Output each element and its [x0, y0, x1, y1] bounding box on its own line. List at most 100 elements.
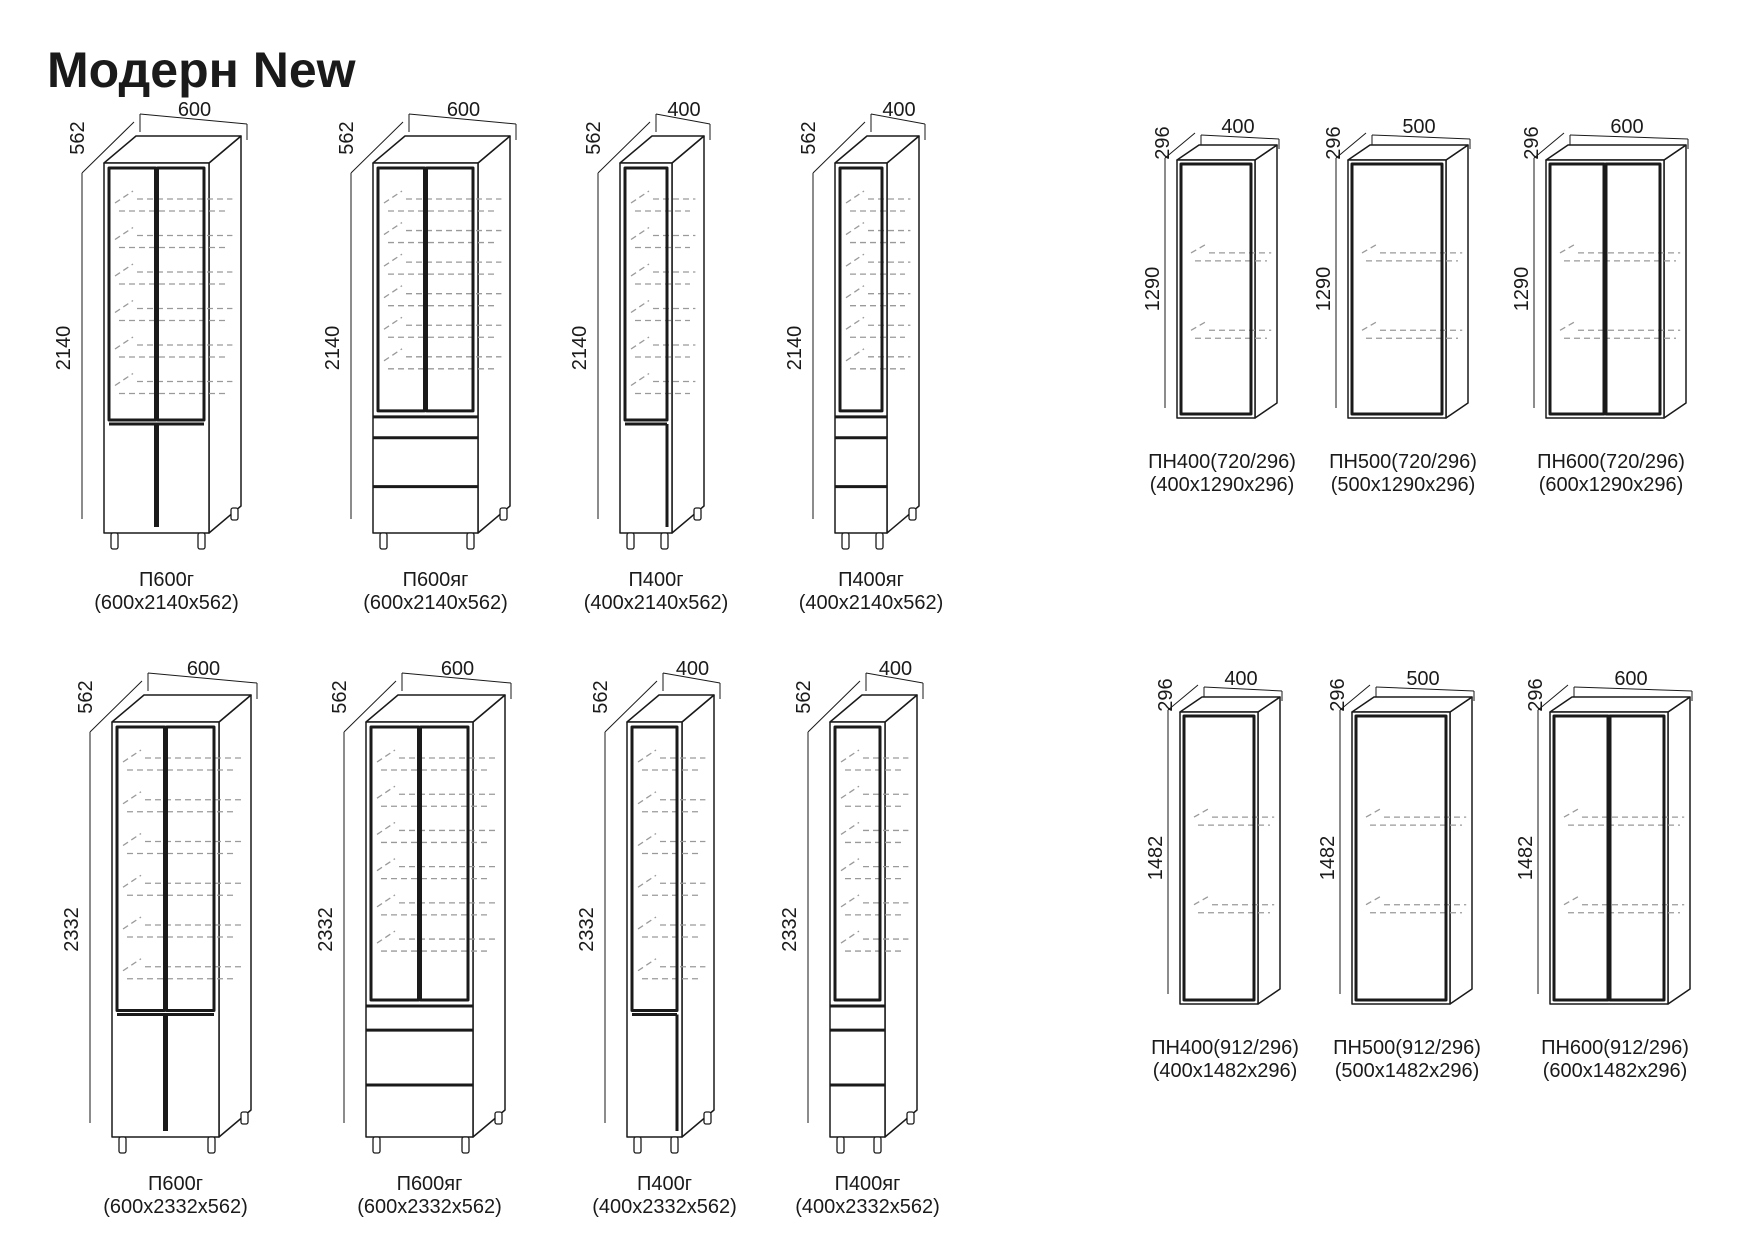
glass-shelf-line — [376, 930, 396, 944]
cabinet-leg — [207, 1136, 216, 1154]
cabinet-leg — [908, 507, 917, 521]
glass-shelf-line — [114, 263, 134, 277]
cabinet-size: (400x2140x562) — [799, 592, 944, 614]
cabinet-front — [1176, 159, 1256, 419]
depth-dim-line — [343, 680, 397, 733]
depth-dim-line — [812, 121, 866, 174]
glass-door-right — [156, 166, 206, 422]
glass-shelf-line — [383, 190, 403, 204]
glass-shelf-line — [383, 316, 403, 330]
width-label: 600 — [441, 658, 474, 680]
cabinet-leg — [197, 532, 206, 550]
cabinet-leg — [466, 532, 475, 550]
cabinet-size: (400x2332x562) — [795, 1196, 940, 1218]
cabinet-size: (600x2140x562) — [94, 592, 239, 614]
glass-shelf-line — [845, 348, 865, 362]
glass-shelf-line — [376, 749, 396, 763]
glass-shelf-line — [122, 874, 142, 888]
width-label: 400 — [879, 658, 912, 680]
glass-shelf-line — [637, 832, 657, 847]
cabinet-side — [472, 694, 506, 1138]
cabinet-side — [1445, 144, 1469, 419]
cabinet-top — [1545, 144, 1687, 161]
cabinet-leg — [660, 532, 669, 550]
cabinet-front — [626, 721, 683, 1138]
cabinet-leg — [875, 532, 884, 550]
cabinet-code: ПН400(912/296) — [1151, 1037, 1299, 1059]
glass-shelf-line — [840, 930, 860, 944]
glass-shelf-line — [1559, 244, 1575, 254]
cabinet-leg — [461, 1136, 470, 1154]
depth-label: 562 — [67, 121, 89, 154]
glass-shelf-line — [383, 285, 403, 299]
glass-door — [623, 166, 669, 422]
glass-door — [1350, 162, 1444, 416]
cabinet-leg — [230, 507, 239, 521]
cabinet-size: (600x1290x296) — [1539, 474, 1684, 496]
height-label: 2332 — [576, 907, 598, 952]
glass-door-right — [419, 725, 470, 1002]
width-label: 400 — [1221, 116, 1254, 138]
glass-shelf-line — [845, 190, 865, 204]
height-label: 2140 — [569, 326, 591, 371]
cabinet-size: (500x1290x296) — [1331, 474, 1476, 496]
depth-dim-line — [604, 680, 658, 733]
glass-shelf-line — [840, 749, 860, 763]
glass-door — [1179, 162, 1253, 416]
cabinet-side — [208, 135, 242, 534]
cabinet-leg — [906, 1111, 915, 1125]
glass-shelf-line — [630, 226, 650, 241]
cabinet-leg — [670, 1136, 679, 1154]
cabinet-side — [1257, 696, 1281, 1005]
glass-shelf-line — [630, 190, 650, 204]
depth-label: 562 — [590, 680, 612, 713]
glass-door — [1182, 714, 1256, 1002]
width-label: 600 — [178, 99, 211, 121]
glass-shelf-line — [840, 894, 860, 908]
glass-door-right — [425, 166, 475, 413]
depth-label: 562 — [798, 121, 820, 154]
width-dim-line — [139, 113, 248, 125]
cabinet-code: П400г — [637, 1173, 692, 1195]
cabinet-code: ПН500(720/296) — [1329, 451, 1477, 473]
glass-door-left — [107, 166, 157, 422]
glass-shelf-line — [630, 263, 650, 277]
cabinet-leg — [633, 1136, 642, 1154]
depth-label: 562 — [329, 680, 351, 713]
depth-label: 296 — [1152, 126, 1174, 159]
cabinet-front — [1351, 711, 1451, 1005]
glass-shelf-line — [114, 336, 134, 350]
height-label: 1290 — [1511, 267, 1533, 312]
glass-door — [1354, 714, 1448, 1002]
cabinet-front — [1347, 159, 1447, 419]
depth-dim-line — [1167, 684, 1199, 711]
glass-shelf-line — [114, 226, 134, 241]
glass-shelf-line — [840, 858, 860, 872]
depth-dim-line — [597, 121, 651, 174]
width-label: 600 — [447, 99, 480, 121]
glass-shelf-line — [122, 791, 142, 805]
cabinet-side — [1667, 696, 1691, 1005]
cabinet-front — [834, 162, 888, 534]
height-label: 2140 — [322, 326, 344, 371]
height-label: 1290 — [1313, 267, 1335, 312]
glass-shelf-line — [1193, 808, 1209, 818]
glass-shelf-line — [1193, 896, 1209, 906]
cabinet-code: П600яг — [403, 569, 469, 591]
glass-shelf-line — [122, 832, 142, 847]
glass-shelf-line — [845, 222, 865, 236]
depth-label: 296 — [1525, 678, 1547, 711]
cabinet-size: (500x1482x296) — [1335, 1060, 1480, 1082]
glass-shelf-line — [630, 336, 650, 350]
cabinet-top — [1549, 696, 1691, 713]
